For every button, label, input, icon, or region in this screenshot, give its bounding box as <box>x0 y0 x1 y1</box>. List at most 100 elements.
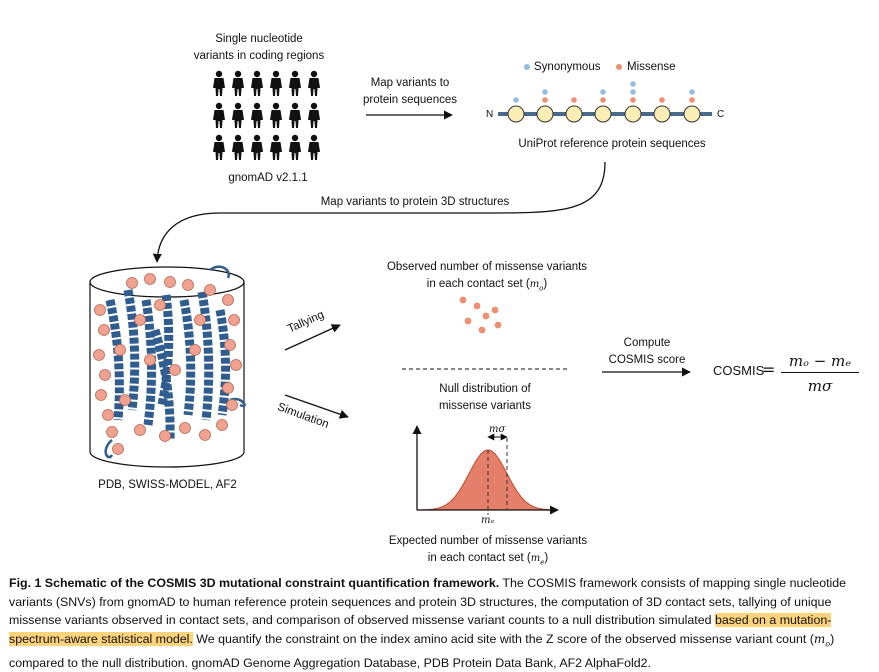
legend-missense-label: Missense <box>627 61 676 73</box>
synonymous-variant-dot <box>542 89 548 95</box>
variant-sphere <box>119 394 131 406</box>
helix-ribbon <box>123 289 140 411</box>
residue-circle <box>594 105 612 123</box>
residue-circle <box>565 105 583 123</box>
helix-ribbon <box>141 299 157 426</box>
variant-sphere <box>98 324 110 336</box>
figure-schematic <box>89 64 712 515</box>
residue-circle <box>624 105 642 123</box>
synonymous-variant-dot <box>630 81 636 87</box>
variant-sphere <box>114 344 126 356</box>
variant-sphere <box>144 273 156 285</box>
variant-sphere <box>182 279 194 291</box>
variant-sphere <box>94 304 106 316</box>
structures-label: PDB, SWISS-MODEL, AF2 <box>98 479 237 491</box>
variant-sphere <box>228 314 240 326</box>
variant-sphere <box>99 369 111 381</box>
person-icon <box>213 70 225 96</box>
null-distribution-plot <box>412 425 559 515</box>
variant-sphere <box>159 430 171 442</box>
formula-denominator: mσ <box>807 377 833 395</box>
variant-sphere <box>126 277 138 289</box>
residue-chain <box>507 105 701 123</box>
person-icon <box>270 70 282 96</box>
person-icon <box>270 102 282 128</box>
map-sequences-label: Map variants to protein sequences <box>363 77 457 106</box>
person-icon <box>251 134 263 160</box>
variant-sphere <box>222 382 234 394</box>
missense-variant-dot <box>630 97 636 103</box>
expected-label: Expected number of missense variants in … <box>388 535 588 567</box>
person-icon <box>251 70 263 96</box>
legend-missense-dot <box>616 64 622 70</box>
variant-sphere <box>189 344 201 356</box>
person-icon <box>308 70 320 96</box>
compute-label: Compute COSMIS score <box>608 337 686 366</box>
arrow-map-structures <box>152 161 606 263</box>
missense-variant-dot <box>689 97 695 103</box>
residue-circle <box>507 105 525 123</box>
variant-sphere <box>169 364 181 376</box>
variant-sphere <box>144 354 156 366</box>
person-icon <box>270 134 282 160</box>
synonymous-variant-dot <box>600 89 606 95</box>
caption-title: Fig. 1 Schematic of the COSMIS 3D mutati… <box>9 576 500 590</box>
mean-label: mₑ <box>481 515 495 526</box>
residue-circle <box>536 105 554 123</box>
variant-sphere <box>134 424 146 436</box>
residue-circle <box>683 105 701 123</box>
variant-sphere <box>134 314 146 326</box>
variant-sphere <box>154 299 166 311</box>
helix-ribbon <box>215 309 231 416</box>
person-icon <box>213 102 225 128</box>
missense-variant-dot <box>659 97 665 103</box>
c-terminus-label: C <box>717 109 725 120</box>
variant-sphere <box>93 349 105 361</box>
variant-sphere <box>179 422 191 434</box>
arrow-tallying <box>284 324 341 351</box>
person-icon <box>232 70 244 96</box>
formula-numerator: mₒ − mₑ <box>781 352 859 373</box>
synonymous-variant-dot <box>513 97 519 103</box>
snv-label: Single nucleotide variants in coding reg… <box>193 33 325 62</box>
missense-variant-dot <box>542 97 548 103</box>
helix-ribbon <box>105 299 124 421</box>
helix-ribbon <box>197 291 214 421</box>
observed-variant-dots <box>459 296 502 334</box>
legend-synonymous-dot <box>524 64 530 70</box>
person-icon <box>289 70 301 96</box>
variant-sphere <box>102 409 114 421</box>
variant-sphere <box>226 399 238 411</box>
uniprot-label: UniProt reference protein sequences <box>518 138 706 150</box>
observed-label: Observed number of missense variants in … <box>386 261 588 293</box>
person-icon <box>308 134 320 160</box>
variant-sphere <box>106 426 118 438</box>
n-terminus-label: N <box>486 109 494 120</box>
variant-sphere <box>95 389 107 401</box>
missense-variant-dot <box>600 97 606 103</box>
residue-circle <box>653 105 671 123</box>
protein-structure-image <box>93 265 246 459</box>
synonymous-variant-dot <box>689 89 695 95</box>
null-distribution-curve <box>416 449 557 511</box>
gnomad-label: gnomAD v2.1.1 <box>228 172 308 184</box>
variant-dots <box>513 81 695 103</box>
variant-sphere <box>194 314 206 326</box>
person-icon <box>308 102 320 128</box>
variant-sphere <box>204 284 216 296</box>
figure-caption: Fig. 1 Schematic of the COSMIS 3D mutati… <box>9 576 847 670</box>
variant-sphere <box>230 359 242 371</box>
person-icon <box>289 134 301 160</box>
person-icon <box>232 102 244 128</box>
variant-sphere <box>164 276 176 288</box>
population-icons <box>213 70 320 160</box>
map-structures-label: Map variants to protein 3D structures <box>320 196 510 208</box>
variant-sphere <box>199 429 211 441</box>
variant-sphere <box>222 294 234 306</box>
arrow-simulation <box>284 394 349 419</box>
null-distribution-label: Null distribution of missense variants <box>438 383 532 412</box>
sigma-label: mσ <box>489 424 506 435</box>
variant-sphere <box>112 443 124 455</box>
legend-synonymous-label: Synonymous <box>534 61 601 73</box>
person-icon <box>289 102 301 128</box>
